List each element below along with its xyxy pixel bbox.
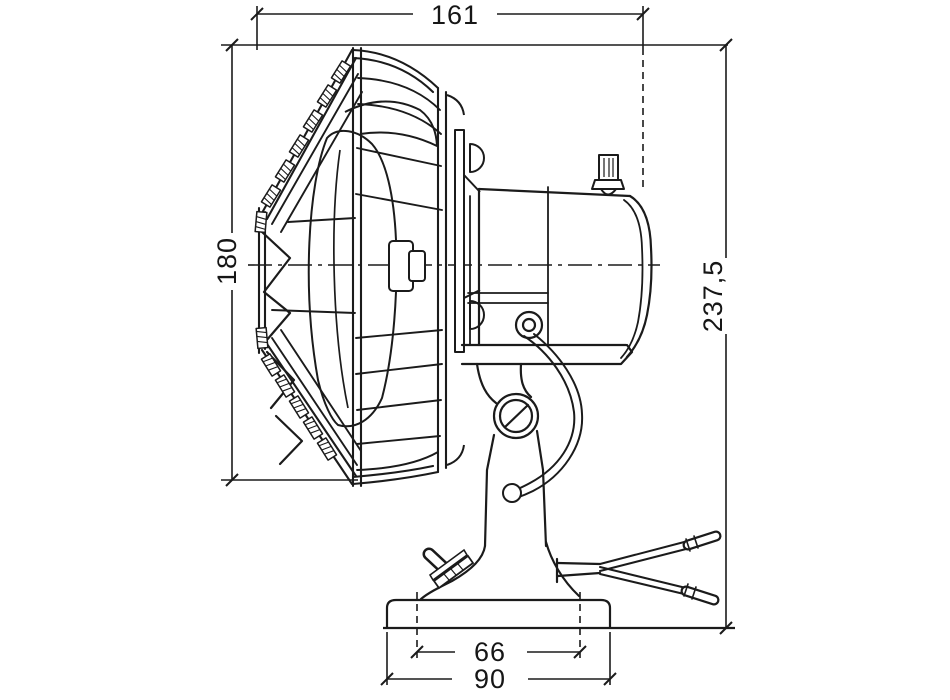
dim-66: 66 [410, 592, 587, 667]
guard-bottom-left-edge-inner [265, 342, 358, 478]
pivot-screw-slot [503, 403, 530, 429]
fan-guard [254, 46, 448, 488]
dim-label-161: 161 [431, 0, 479, 30]
terminal-lower [680, 583, 720, 606]
terminal-upper [682, 530, 722, 552]
dim-label-180: 180 [212, 237, 242, 285]
dim-label-66: 66 [474, 637, 506, 667]
guard-top-left-edge-inner [265, 56, 358, 221]
guard-rim-sections [254, 60, 352, 461]
dim-161: 161 [250, 0, 650, 190]
cable-grommet [502, 483, 522, 503]
toggle-switch [422, 547, 475, 590]
fan-blade [307, 100, 438, 428]
adjustment-knob [591, 154, 625, 196]
motor-top-edge [477, 187, 632, 198]
bracket-bolt-bottom [469, 300, 485, 330]
guard-wires-left [271, 73, 363, 466]
bracket-bolt-top [469, 143, 485, 173]
wire-leads [599, 530, 722, 606]
stand-flare-right [544, 540, 581, 598]
guard-bottom-rim [351, 470, 440, 486]
base-plate [385, 598, 612, 628]
fan-hub-nose [408, 250, 426, 282]
motor-housing [460, 186, 653, 366]
motor-rear-cap-inner [620, 199, 644, 359]
dimension-annotations: 161 180 237,5 66 [212, 0, 733, 694]
guard-bracket [446, 94, 485, 466]
guard-top-rim-inner [351, 56, 435, 94]
mounting-base [383, 598, 735, 630]
dim-90: 90 [380, 632, 617, 694]
dim-180: 180 [212, 38, 358, 487]
dim-label-90: 90 [474, 664, 506, 694]
guard-bottom-rim-inner [351, 464, 435, 479]
stand-column-left [483, 433, 496, 548]
pivot-stand [419, 362, 602, 601]
power-cable [502, 333, 584, 503]
stand-flare-left [419, 544, 487, 601]
motor-rear-cap [625, 194, 653, 359]
dim-label-237-5: 237,5 [698, 260, 728, 333]
stand-column-right [535, 429, 548, 548]
dim-237-5: 237,5 [698, 38, 733, 635]
guard-top-rim [351, 48, 440, 90]
guard-zigzag-wires [260, 230, 304, 466]
